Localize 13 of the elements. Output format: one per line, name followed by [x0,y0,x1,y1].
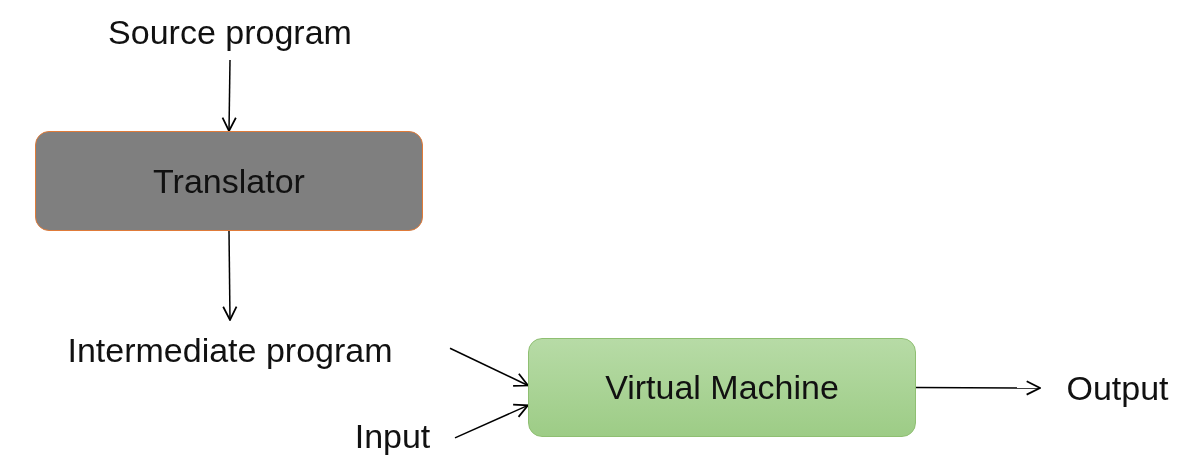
node-label: Output [1066,367,1169,409]
arrow [221,59,237,132]
node-label: Source program [108,11,352,53]
arrow [222,230,238,321]
node-label: Input [354,415,431,457]
process-box [35,131,423,231]
process-box [528,338,916,437]
arrow [449,347,529,387]
node-label: Intermediate program [67,329,393,371]
arrow [454,403,529,439]
box-label: Virtual Machine [605,367,839,409]
box-label: Translator [153,160,305,202]
arrow [915,380,1041,396]
